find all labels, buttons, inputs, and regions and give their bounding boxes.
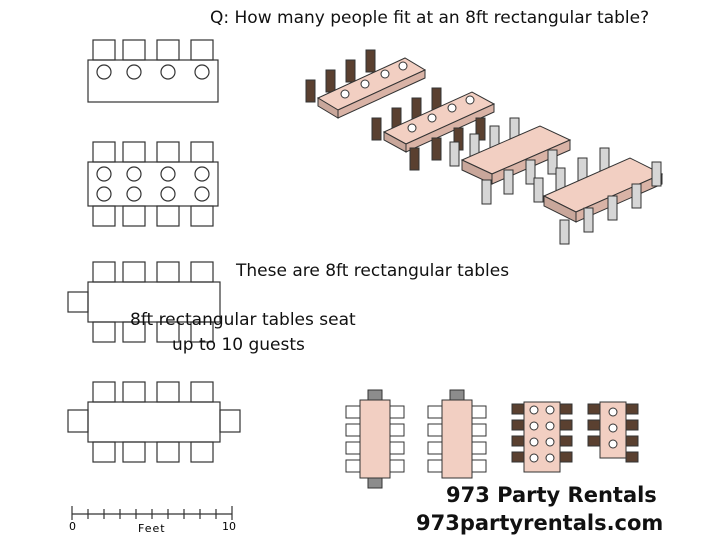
elevation-table-1 xyxy=(345,389,405,489)
iso-table-1-dark-chairs xyxy=(305,49,427,119)
iso-table-4-light-chairs xyxy=(533,147,664,245)
caption-primary: These are 8ft rectangular tables xyxy=(236,261,510,281)
elevation-table-3-dark-chairs xyxy=(511,401,573,473)
caption-secondary-line1: 8ft rectangular tables seat xyxy=(130,310,356,330)
place-setting-row xyxy=(96,64,210,80)
scale-bar xyxy=(71,506,233,520)
iso-table-3-light-chairs xyxy=(449,117,572,205)
floorplan-8-seat-set-both-sides xyxy=(87,141,219,227)
elevation-table-4-dark-chairs xyxy=(587,401,639,463)
question-heading: Q: How many people fit at an 8ft rectang… xyxy=(210,8,650,28)
caption-secondary: 8ft rectangular tables seat up to 10 gue… xyxy=(0,308,640,358)
floorplan-9-seat xyxy=(67,261,221,343)
scale-unit-label: Feet xyxy=(138,522,166,535)
elevation-table-2 xyxy=(427,389,487,479)
iso-table-2-dark-chairs xyxy=(371,87,496,171)
floorplan-10-seat xyxy=(67,381,241,463)
website-url: 973partyrentals.com xyxy=(416,511,664,535)
chair-row-top xyxy=(92,39,214,61)
brand-name: 973 Party Rentals xyxy=(446,483,657,507)
caption-secondary-line2: up to 10 guests xyxy=(172,335,305,355)
scale-end-label: 10 xyxy=(222,520,236,533)
scale-start-label: 0 xyxy=(69,520,76,533)
floorplan-8-seat-set xyxy=(87,39,219,103)
